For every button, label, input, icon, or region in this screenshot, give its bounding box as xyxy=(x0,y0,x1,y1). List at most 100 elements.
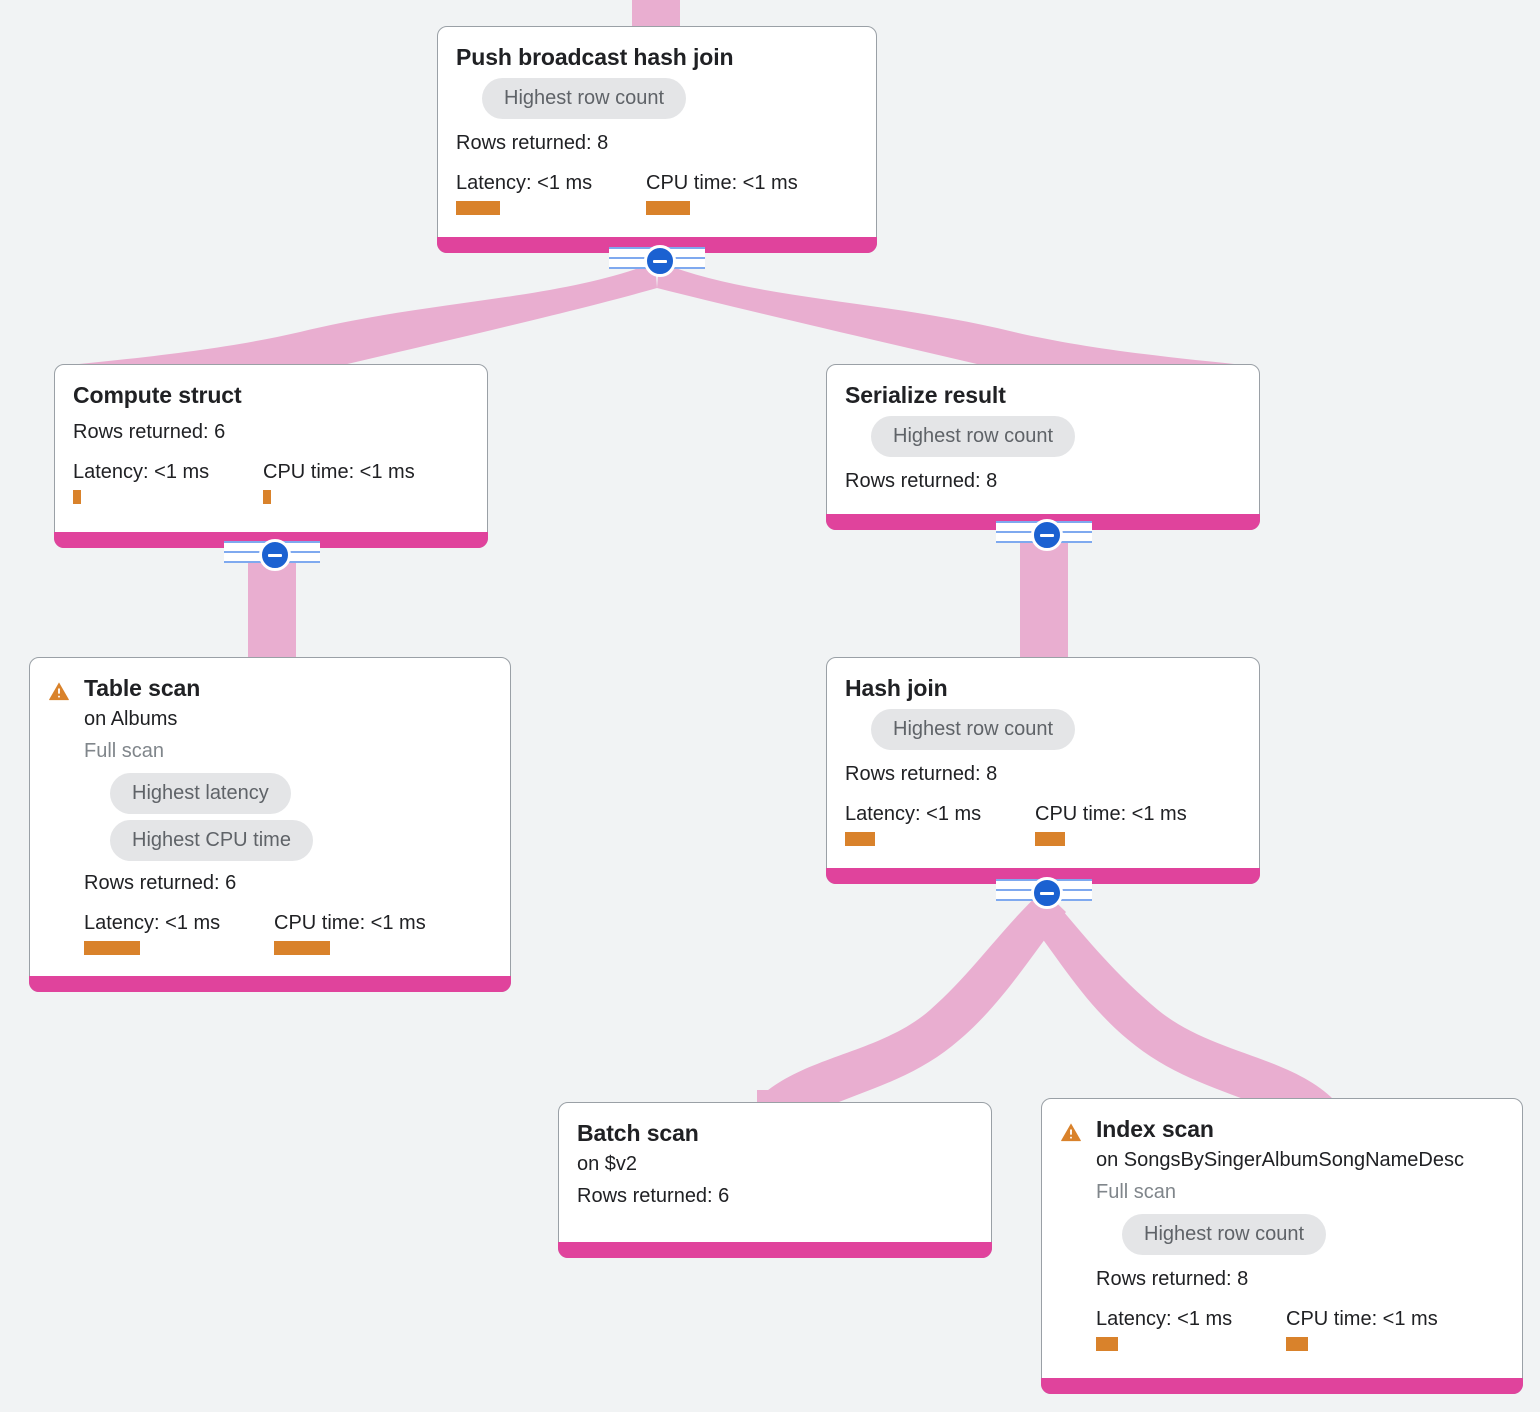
badge-highest-cpu-time: Highest CPU time xyxy=(110,819,313,861)
node-scan-type: Full scan xyxy=(84,739,165,762)
node-target: on SongsBySingerAlbumSongNameDesc xyxy=(1096,1148,1464,1171)
warning-triangle-icon xyxy=(1061,1123,1081,1142)
metrics: Latency: <1 ms CPU time: <1 ms xyxy=(1096,1307,1504,1351)
node-body: Serialize result Highest row count Rows … xyxy=(827,365,1259,511)
metrics: Latency: <1 ms CPU time: <1 ms xyxy=(73,460,469,504)
node-title: Batch scan xyxy=(577,1120,699,1146)
node-target: on Albums xyxy=(84,707,178,730)
metric-cpu-time: CPU time: <1 ms xyxy=(1035,802,1187,846)
node-body: Compute struct Rows returned: 6 Latency:… xyxy=(55,365,487,518)
metric-latency-label: Latency: <1 ms xyxy=(1096,1307,1233,1330)
node-serialize-result[interactable]: Serialize result Highest row count Rows … xyxy=(826,364,1260,530)
metrics: Latency: <1 ms CPU time: <1 ms xyxy=(456,171,858,215)
node-body: Push broadcast hash join Highest row cou… xyxy=(438,27,876,229)
collapse-handle-push-broadcast-hash-join[interactable] xyxy=(609,243,705,277)
metric-cpu-time-label: CPU time: <1 ms xyxy=(1286,1307,1438,1330)
node-push-broadcast-hash-join[interactable]: Push broadcast hash join Highest row cou… xyxy=(437,26,877,253)
node-content: Table scan on Albums Full scan Highest l… xyxy=(84,674,492,955)
metric-cpu-time-label: CPU time: <1 ms xyxy=(263,460,415,483)
node-content: Compute struct Rows returned: 6 Latency:… xyxy=(73,381,469,504)
node-content: Hash join Highest row count Rows returne… xyxy=(845,674,1241,846)
node-content: Push broadcast hash join Highest row cou… xyxy=(456,43,858,215)
metric-latency: Latency: <1 ms xyxy=(73,460,263,504)
node-title: Compute struct xyxy=(73,382,242,408)
node-body: Batch scan on $v2 Rows returned: 6 xyxy=(559,1103,991,1226)
node-body: Hash join Highest row count Rows returne… xyxy=(827,658,1259,860)
collapse-minus-icon[interactable] xyxy=(1031,877,1063,909)
node-content: Batch scan on $v2 Rows returned: 6 xyxy=(577,1119,973,1212)
node-hash-join[interactable]: Hash join Highest row count Rows returne… xyxy=(826,657,1260,884)
metric-latency-label: Latency: <1 ms xyxy=(84,911,221,934)
metric-cpu-time-bar xyxy=(263,489,271,504)
badge-highest-row-count: Highest row count xyxy=(1122,1213,1327,1255)
metric-cpu-time-label: CPU time: <1 ms xyxy=(1035,802,1187,825)
node-accent-bar xyxy=(558,1242,992,1258)
metric-cpu-time-bar xyxy=(1035,831,1065,846)
metric-latency-bar xyxy=(84,940,140,955)
rows-returned: Rows returned: 8 xyxy=(1096,1267,1249,1290)
collapse-minus-icon[interactable] xyxy=(644,245,676,277)
metric-latency: Latency: <1 ms xyxy=(456,171,646,215)
metric-cpu-time-label: CPU time: <1 ms xyxy=(646,171,798,194)
rows-returned: Rows returned: 8 xyxy=(456,131,609,154)
metric-cpu-time: CPU time: <1 ms xyxy=(263,460,415,504)
node-accent-bar xyxy=(826,868,1260,884)
rows-returned: Rows returned: 6 xyxy=(84,871,237,894)
metric-cpu-time: CPU time: <1 ms xyxy=(274,911,426,955)
metrics: Latency: <1 ms CPU time: <1 ms xyxy=(84,911,492,955)
metric-latency-bar xyxy=(845,831,875,846)
metric-latency-bar xyxy=(1096,1336,1118,1351)
metric-cpu-time-label: CPU time: <1 ms xyxy=(274,911,426,934)
collapse-handle-serialize-result[interactable] xyxy=(996,517,1092,551)
metric-cpu-time-bar xyxy=(646,200,690,215)
node-scan-type: Full scan xyxy=(1096,1180,1177,1203)
badge-list: Highest latency Highest CPU time xyxy=(84,772,492,861)
node-table-scan[interactable]: Table scan on Albums Full scan Highest l… xyxy=(29,657,511,992)
badge-highest-row-count: Highest row count xyxy=(482,77,687,119)
node-compute-struct[interactable]: Compute struct Rows returned: 6 Latency:… xyxy=(54,364,488,548)
rows-returned: Rows returned: 8 xyxy=(845,762,998,785)
title-row: Index scan on SongsBySingerAlbumSongName… xyxy=(1060,1115,1504,1351)
rows-returned: Rows returned: 6 xyxy=(73,420,226,443)
collapse-handle-compute-struct[interactable] xyxy=(224,537,320,571)
title-row: Hash join Highest row count Rows returne… xyxy=(845,674,1241,846)
node-accent-bar xyxy=(29,976,511,992)
warning-triangle-icon xyxy=(49,682,69,701)
metric-latency: Latency: <1 ms xyxy=(845,802,1035,846)
node-title: Table scan xyxy=(84,675,201,701)
metric-latency: Latency: <1 ms xyxy=(84,911,274,955)
metric-cpu-time: CPU time: <1 ms xyxy=(1286,1307,1438,1351)
metric-latency-bar xyxy=(456,200,500,215)
badge-highest-row-count: Highest row count xyxy=(871,415,1076,457)
collapse-minus-icon[interactable] xyxy=(1031,519,1063,551)
node-title: Push broadcast hash join xyxy=(456,44,734,70)
metrics: Latency: <1 ms CPU time: <1 ms xyxy=(845,802,1241,846)
metric-cpu-time: CPU time: <1 ms xyxy=(646,171,798,215)
metric-latency-bar xyxy=(73,489,81,504)
node-body: Index scan on SongsBySingerAlbumSongName… xyxy=(1042,1099,1522,1365)
node-title: Hash join xyxy=(845,675,948,701)
title-row: Compute struct Rows returned: 6 Latency:… xyxy=(73,381,469,504)
node-content: Serialize result Highest row count Rows … xyxy=(845,381,1241,497)
rows-returned: Rows returned: 8 xyxy=(845,469,998,492)
title-row: Batch scan on $v2 Rows returned: 6 xyxy=(577,1119,973,1212)
badge-highest-latency: Highest latency xyxy=(110,772,291,814)
metric-latency-label: Latency: <1 ms xyxy=(845,802,982,825)
node-target: on $v2 xyxy=(577,1152,638,1175)
node-body: Table scan on Albums Full scan Highest l… xyxy=(30,658,510,969)
metric-cpu-time-bar xyxy=(274,940,330,955)
node-accent-bar xyxy=(1041,1378,1523,1394)
title-row: Push broadcast hash join Highest row cou… xyxy=(456,43,858,215)
title-row: Table scan on Albums Full scan Highest l… xyxy=(48,674,492,955)
node-batch-scan[interactable]: Batch scan on $v2 Rows returned: 6 xyxy=(558,1102,992,1258)
edge-incoming-root xyxy=(632,0,680,28)
collapse-handle-hash-join[interactable] xyxy=(996,875,1092,909)
metric-latency: Latency: <1 ms xyxy=(1096,1307,1286,1351)
collapse-minus-icon[interactable] xyxy=(259,539,291,571)
title-row: Serialize result Highest row count Rows … xyxy=(845,381,1241,497)
node-content: Index scan on SongsBySingerAlbumSongName… xyxy=(1096,1115,1504,1351)
node-index-scan[interactable]: Index scan on SongsBySingerAlbumSongName… xyxy=(1041,1098,1523,1394)
metric-latency-label: Latency: <1 ms xyxy=(73,460,210,483)
node-title: Serialize result xyxy=(845,382,1006,408)
